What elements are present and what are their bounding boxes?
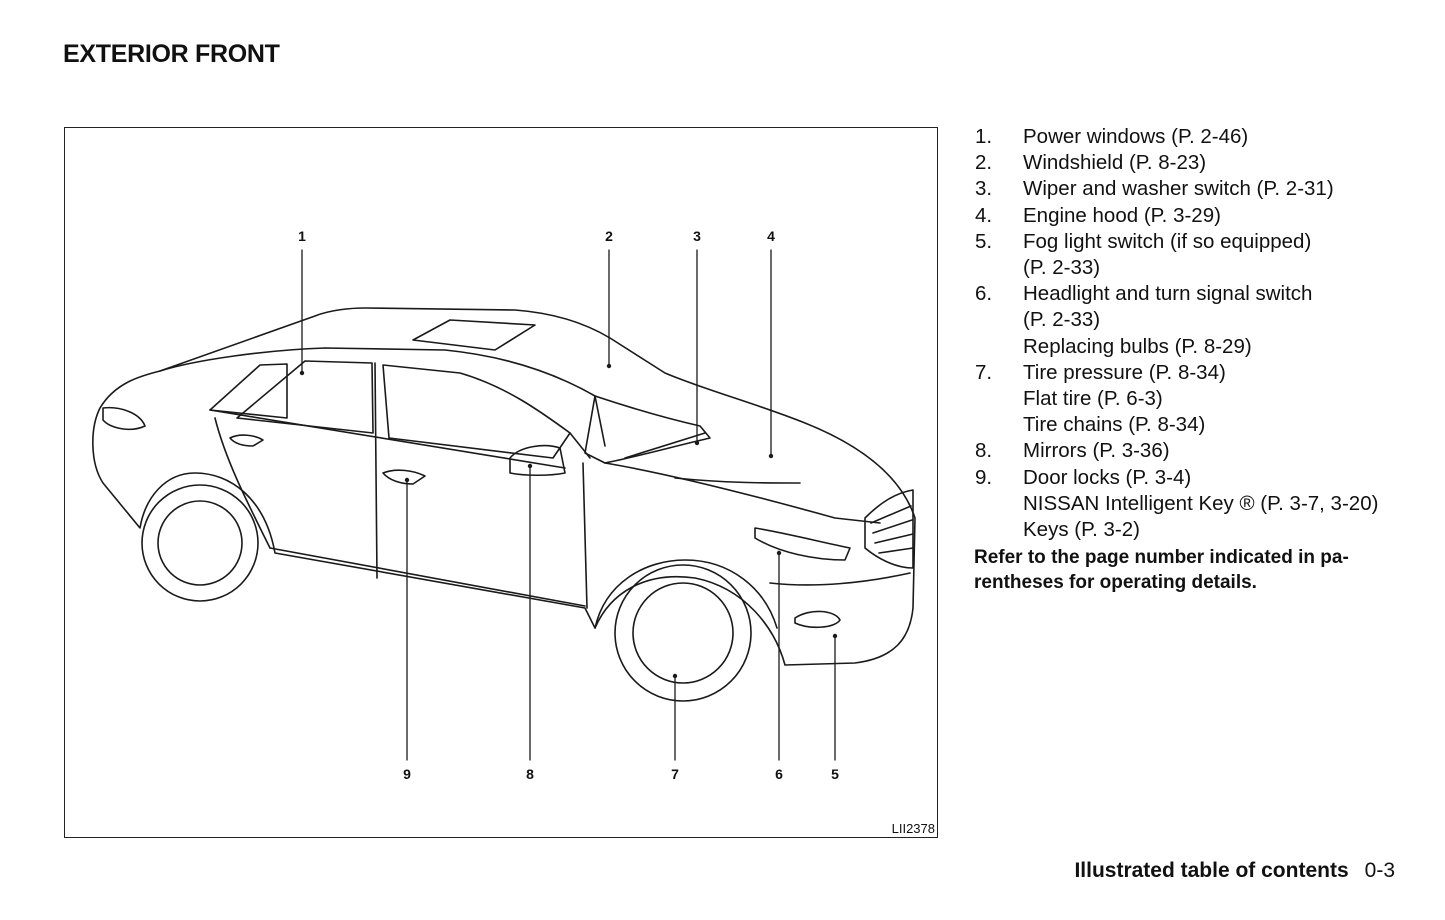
- footer-section-title: Illustrated table of contents: [1074, 859, 1349, 882]
- list-item: 9. Door locks (P. 3-4) NISSAN Intelligen…: [975, 465, 1415, 544]
- page-footer: Illustrated table of contents 0-3: [1074, 859, 1395, 883]
- item-text: NISSAN Intelligent Key ® (P. 3-7, 3-20): [1023, 491, 1379, 515]
- front-wheel-arch: [594, 559, 778, 629]
- list-item: 5. Fog light switch (if so equipped) (P.…: [975, 229, 1415, 281]
- side-mirror: [509, 444, 566, 477]
- item-text: Door locks (P. 3-4): [1023, 465, 1192, 489]
- item-text: Mirrors (P. 3-36): [1023, 439, 1170, 463]
- grille: [864, 489, 914, 569]
- list-item: 8. Mirrors (P. 3-36): [975, 438, 1415, 464]
- item-text: Replacing bulbs (P. 8-29): [1023, 334, 1252, 358]
- callout-7: 7: [671, 766, 679, 782]
- fog-light: [794, 610, 841, 629]
- page-title: EXTERIOR FRONT: [63, 40, 280, 68]
- item-number: 1.: [975, 125, 993, 148]
- callout-9: 9: [403, 766, 411, 782]
- taillight: [102, 406, 146, 431]
- leader-lines: [301, 249, 836, 761]
- item-text: Power windows (P. 2-46): [1023, 125, 1249, 148]
- windshield: [584, 395, 711, 464]
- list-item: 4. Engine hood (P. 3-29): [975, 203, 1415, 229]
- item-number: 8.: [975, 439, 993, 463]
- note-line: rentheses for operating details.: [974, 571, 1257, 593]
- wiper-arm: [624, 432, 706, 459]
- roofline: [159, 347, 606, 447]
- item-text: (P. 2-33): [1023, 308, 1101, 332]
- hood-edge: [604, 462, 881, 524]
- callout-2: 2: [605, 228, 613, 244]
- item-text: Tire pressure (P. 8-34): [1023, 360, 1226, 384]
- item-number: 4.: [975, 203, 993, 227]
- item-text: Keys (P. 3-2): [1023, 518, 1140, 542]
- callout-1: 1: [298, 228, 306, 244]
- parts-list: 1. Power windows (P. 2-46) 2. Windshield…: [975, 124, 1415, 543]
- belt-line: [209, 409, 566, 469]
- callout-6: 6: [775, 766, 783, 782]
- list-item: 7. Tire pressure (P. 8-34) Flat tire (P.…: [975, 360, 1415, 439]
- item-text: Tire chains (P. 8-34): [1023, 413, 1206, 437]
- item-text: Fog light switch (if so equipped): [1023, 229, 1312, 253]
- item-number: 3.: [975, 177, 993, 201]
- note-line: Refer to the page number indicated in pa…: [974, 547, 1349, 568]
- item-text: Headlight and turn signal switch: [1023, 282, 1313, 306]
- rocker-line: [269, 547, 586, 607]
- item-number: 9.: [975, 465, 993, 489]
- callout-3: 3: [693, 228, 701, 244]
- rear-door-cut: [214, 417, 271, 549]
- front-door-handle: [382, 469, 426, 485]
- figure-id: LII2378: [891, 821, 935, 836]
- front-door-window: [382, 364, 571, 459]
- bumper-line: [769, 572, 911, 586]
- rear-door-handle: [229, 434, 264, 447]
- item-text: Windshield (P. 8-23): [1023, 151, 1207, 175]
- hood-crease: [674, 477, 801, 484]
- b-pillar: [374, 362, 378, 579]
- rear-wheel: [141, 484, 259, 602]
- item-number: 2.: [975, 151, 993, 175]
- operating-details-note: Refer to the page number indicated in pa…: [974, 546, 1404, 595]
- list-item: 3. Wiper and washer switch (P. 2-31): [975, 176, 1415, 202]
- car-exterior-figure: 1 2 3 4 5 6 7 8 9 LII2378: [64, 127, 938, 838]
- rear-quarter-window: [209, 363, 288, 419]
- front-door-cut: [582, 462, 588, 609]
- item-number: 5.: [975, 229, 993, 253]
- sunroof: [412, 319, 536, 351]
- list-item: 2. Windshield (P. 8-23): [975, 150, 1415, 176]
- front-wheel-rim: [632, 582, 734, 684]
- car-body-outline: [92, 307, 916, 666]
- car-illustration: [92, 249, 916, 761]
- item-text: Flat tire (P. 6-3): [1023, 387, 1163, 411]
- callout-8: 8: [526, 766, 534, 782]
- callout-4: 4: [767, 228, 775, 244]
- rear-wheel-rim: [157, 500, 243, 586]
- list-item: 1. Power windows (P. 2-46): [975, 124, 1415, 150]
- callout-5: 5: [831, 766, 839, 782]
- footer-page-number: 0-3: [1364, 859, 1395, 882]
- rear-door-window: [236, 360, 374, 434]
- item-text: (P. 2-33): [1023, 256, 1101, 280]
- front-wheel: [614, 564, 752, 702]
- headlight: [754, 527, 851, 561]
- leader-dots: [299, 363, 838, 679]
- item-text: Engine hood (P. 3-29): [1023, 203, 1221, 227]
- item-number: 6.: [975, 282, 993, 306]
- list-item: 6. Headlight and turn signal switch (P. …: [975, 281, 1415, 360]
- item-number: 7.: [975, 360, 993, 384]
- item-text: Wiper and washer switch (P. 2-31): [1023, 177, 1334, 201]
